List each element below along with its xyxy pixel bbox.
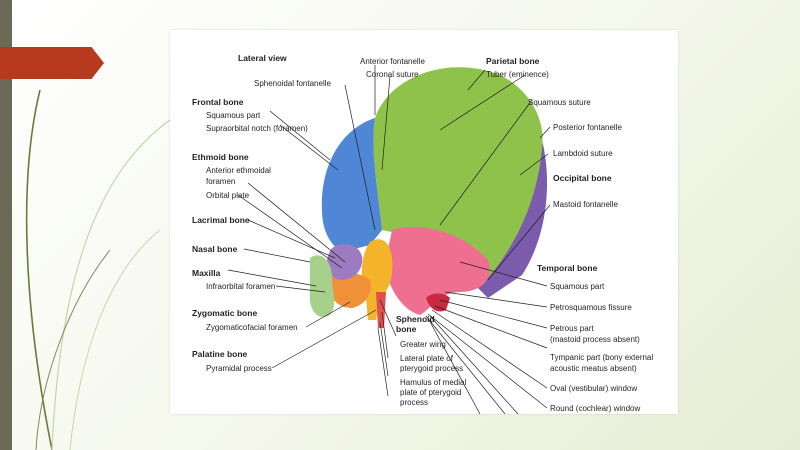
label-petrous-part-2: (mastoid process absent): [550, 335, 640, 344]
label-mastoid-fontanelle: Mastoid fontanelle: [553, 200, 618, 209]
petrous-dark-region: [426, 293, 450, 312]
label-maxilla: Maxilla: [192, 268, 221, 278]
label-frontal-bone: Frontal bone: [192, 97, 244, 107]
label-lacrimal-bone: Lacrimal bone: [192, 215, 250, 225]
label-zygomatic-bone: Zygomatic bone: [192, 308, 257, 318]
temporal-bone-shape: [385, 227, 490, 315]
label-squamous-suture: Squamous suture: [528, 98, 591, 107]
label-tympanic-part-1: Tympanic part (bony external: [550, 353, 653, 362]
sphenoid-bone-shape: [361, 239, 393, 320]
label-ethmoid-bone: Ethmoid bone: [192, 152, 249, 162]
label-anterior-ethmoidal-1: Anterior ethmoidal: [206, 166, 271, 175]
diagram-labels: Lateral view Frontal bone Squamous part …: [192, 53, 653, 413]
label-infraorbital-foramen: Infraorbital foramen: [206, 282, 275, 291]
label-hamulus-2: plate of pterygoid: [400, 388, 461, 397]
title-arrow-accent: [0, 47, 104, 79]
skull-diagram: Lateral view Frontal bone Squamous part …: [170, 30, 678, 414]
label-lateral-plate-1: Lateral plate of: [400, 354, 454, 363]
label-greater-wing: Greater wing: [400, 340, 446, 349]
skull-bones: [309, 67, 548, 328]
label-zygomaticofacial-foramen: Zygomaticofacial foramen: [206, 323, 298, 332]
view-title: Lateral view: [238, 53, 287, 63]
label-sphenoid-bone-1: Sphenoid: [396, 314, 435, 324]
label-tympanic-part-2: acoustic meatus absent): [550, 364, 637, 373]
skull-illustration: Lateral view Frontal bone Squamous part …: [192, 53, 653, 414]
label-supraorbital-notch: Supraorbital notch (foramen): [206, 124, 308, 133]
label-nasal-bone: Nasal bone: [192, 244, 238, 254]
frontal-bone-shape: [321, 118, 382, 252]
label-pyramidal-process: Pyramidal process: [206, 364, 272, 373]
label-sphenoidal-fontanelle: Sphenoidal fontanelle: [254, 79, 332, 88]
label-orbital-plate: Orbital plate: [206, 191, 250, 200]
label-lambdoid-suture: Lambdoid suture: [553, 149, 613, 158]
label-round-window: Round (cochlear) window: [550, 404, 640, 413]
label-hamulus-1: Hamulus of medial: [400, 378, 466, 387]
label-petrous-part-1: Petrous part: [550, 324, 594, 333]
label-oval-window: Oval (vestibular) window: [550, 384, 637, 393]
label-sphenoid-bone-2: bone: [396, 324, 417, 334]
label-anterior-ethmoidal-2: foramen: [206, 177, 235, 186]
label-posterior-fontanelle: Posterior fontanelle: [553, 123, 622, 132]
label-temporal-squamous-part: Squamous part: [550, 282, 605, 291]
label-petrosquamous-fissure: Petrosquamous fissure: [550, 303, 632, 312]
label-lateral-plate-2: pterygoid process: [400, 364, 463, 373]
leader-lines: [227, 65, 551, 414]
pterygoid-shape: [376, 292, 386, 328]
label-coronal-suture: Coronal suture: [366, 70, 419, 79]
label-temporal-bone: Temporal bone: [537, 263, 598, 273]
maxilla-bone-shape: [309, 255, 335, 318]
label-anterior-fontanelle: Anterior fontanelle: [360, 57, 425, 66]
parietal-bone-shape: [373, 67, 543, 278]
label-palatine-bone: Palatine bone: [192, 349, 248, 359]
label-occipital-bone: Occipital bone: [553, 173, 612, 183]
label-parietal-bone: Parietal bone: [486, 56, 540, 66]
label-hamulus-3: process: [400, 398, 428, 407]
zygomatic-bone-shape: [329, 272, 372, 308]
label-tuber: Tuber (eminence): [486, 70, 549, 79]
decorative-curves: [25, 89, 171, 450]
label-squamous-part: Squamous part: [206, 111, 261, 120]
slide-left-bar: [0, 0, 12, 450]
